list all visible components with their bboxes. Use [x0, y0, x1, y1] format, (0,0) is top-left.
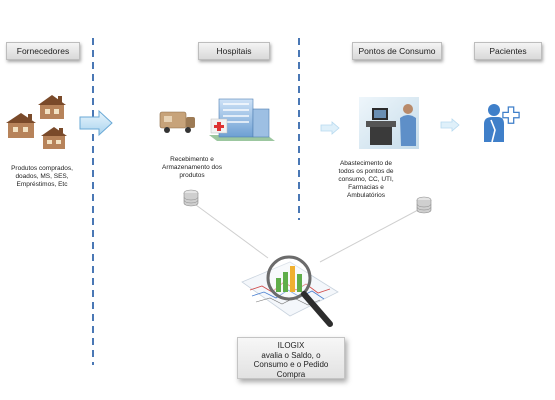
- ilogix-line: Consumo e o Pedido: [253, 360, 329, 369]
- supplier-houses-icon: [6, 95, 67, 149]
- caption-fornecedores: Produtos comprados, doados, MS, SES, Emp…: [0, 165, 84, 189]
- header-pontos-de-consumo: Pontos de Consumo: [352, 42, 442, 60]
- ilogix-line: ILOGIX: [277, 341, 305, 350]
- flow-arrow-icon: [79, 109, 113, 137]
- workstation-photo-icon: [359, 97, 419, 149]
- caption-line: Empréstimos, Etc: [16, 181, 68, 188]
- header-fornecedores: Fornecedores: [6, 42, 80, 60]
- patient-icon: [484, 104, 520, 143]
- caption-line: todos os pontos de: [338, 168, 394, 175]
- caption-line: Farmacias e: [348, 184, 384, 191]
- database-icon: [183, 189, 199, 207]
- caption-line: Recebimento e: [170, 156, 214, 163]
- caption-line: Produtos comprados,: [11, 165, 73, 172]
- delivery-truck-icon: [159, 111, 195, 133]
- caption-hospitais: Recebimento e Armazenamento dos produtos: [152, 156, 232, 180]
- small-arrow-icon-2: [440, 118, 460, 132]
- caption-line: doados, MS, SES,: [15, 173, 69, 180]
- caption-line: Armazenamento dos: [162, 164, 222, 171]
- header-pacientes: Pacientes: [474, 42, 542, 60]
- database-icon-2: [416, 196, 432, 214]
- header-hospitais: Hospitais: [198, 42, 270, 60]
- caption-line: produtos: [179, 172, 205, 179]
- caption-pontos-de-consumo: Abastecimento de todos os pontos de cons…: [328, 160, 404, 200]
- ilogix-line: avalia o Saldo, o: [261, 350, 321, 360]
- connector-line-hospitais: [195, 204, 269, 259]
- ilogix-summary-box: ILOGIX avalia o Saldo, o Consumo e o Ped…: [237, 337, 345, 379]
- caption-line: Ambulatórios: [347, 192, 385, 199]
- ilogix-line: Compra: [276, 369, 306, 379]
- magnifier-analysis-icon: [241, 255, 339, 327]
- caption-line: consumo, CC, UTI,: [338, 176, 394, 183]
- connector-line-pontos: [319, 209, 419, 263]
- hospital-building-icon: [209, 98, 275, 141]
- small-arrow-icon-1: [320, 121, 340, 135]
- caption-line: Abastecimento de: [339, 160, 393, 167]
